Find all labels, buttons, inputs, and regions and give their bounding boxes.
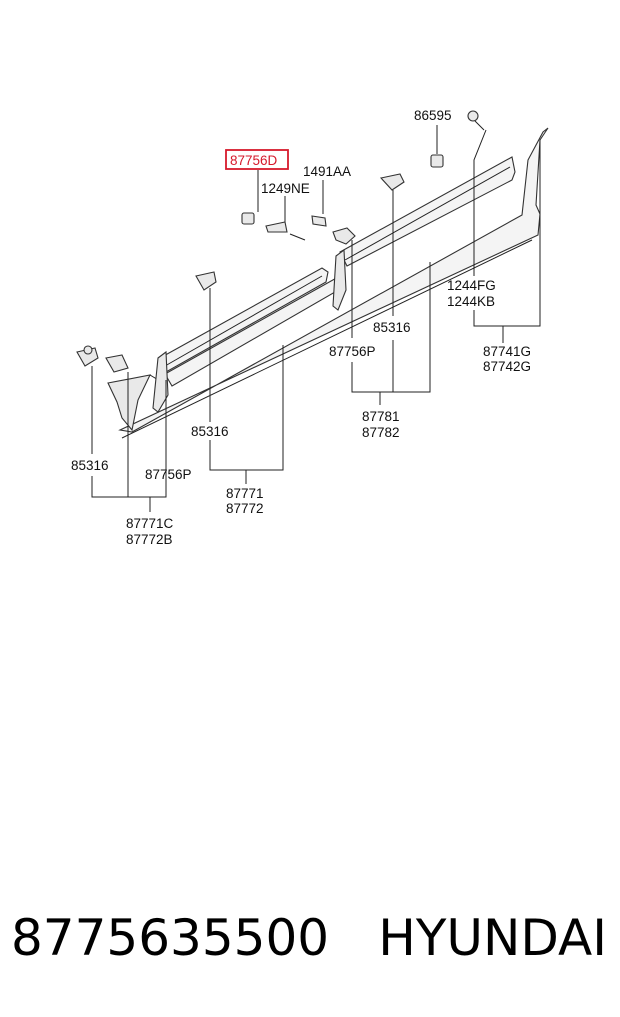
label-85316-upper: 85316 xyxy=(373,320,411,335)
front-door-moulding xyxy=(159,267,329,373)
label-87756d: 87756D xyxy=(230,153,278,168)
end-cap-mid xyxy=(332,248,347,311)
label-87741g: 87741G xyxy=(483,344,531,359)
label-87771c: 87771C xyxy=(126,516,174,531)
screw-1249ne-icon xyxy=(265,221,306,241)
rear-side-sill-trim xyxy=(118,127,549,433)
label-87771: 87771 xyxy=(226,486,264,501)
label-87772: 87772 xyxy=(226,501,264,516)
rear-door-moulding xyxy=(339,156,516,267)
label-87756p-lower: 87756P xyxy=(145,467,192,482)
label-87782: 87782 xyxy=(362,425,400,440)
label-87772b: 87772B xyxy=(126,532,173,547)
clip-86595-icon xyxy=(430,154,444,168)
brand-name: HYUNDAI xyxy=(378,909,607,967)
clip-87756d-icon xyxy=(241,212,255,225)
part-number: 8775635500 xyxy=(11,909,330,967)
label-1244fg: 1244FG xyxy=(447,278,496,293)
clip-87756p-upper-icon xyxy=(332,227,356,245)
label-87781: 87781 xyxy=(362,409,400,424)
label-87756p-upper: 87756P xyxy=(329,344,376,359)
parts-diagram: 86595 87756D 1491AA 1249NE 1244FG 1244KB… xyxy=(71,108,549,547)
footer: 8775635500 HYUNDAI xyxy=(0,905,620,975)
screw-1244fg-icon xyxy=(467,110,485,131)
label-1244kb: 1244KB xyxy=(447,294,495,309)
end-cap-front-small xyxy=(152,350,169,413)
label-87742g: 87742G xyxy=(483,359,531,374)
label-1491aa: 1491AA xyxy=(303,164,351,179)
label-86595: 86595 xyxy=(414,108,452,123)
clip-87756p-lower-icon xyxy=(105,354,129,373)
clip-85316-mid-icon xyxy=(195,271,217,291)
highlight-box xyxy=(225,149,289,170)
label-85316-mid: 85316 xyxy=(191,424,229,439)
clip-85316-lower-icon xyxy=(76,345,99,367)
screw-1491aa-icon xyxy=(311,215,327,227)
label-1249ne: 1249NE xyxy=(261,181,310,196)
label-85316-lower: 85316 xyxy=(71,458,109,473)
clip-85316-upper-icon xyxy=(379,173,405,191)
